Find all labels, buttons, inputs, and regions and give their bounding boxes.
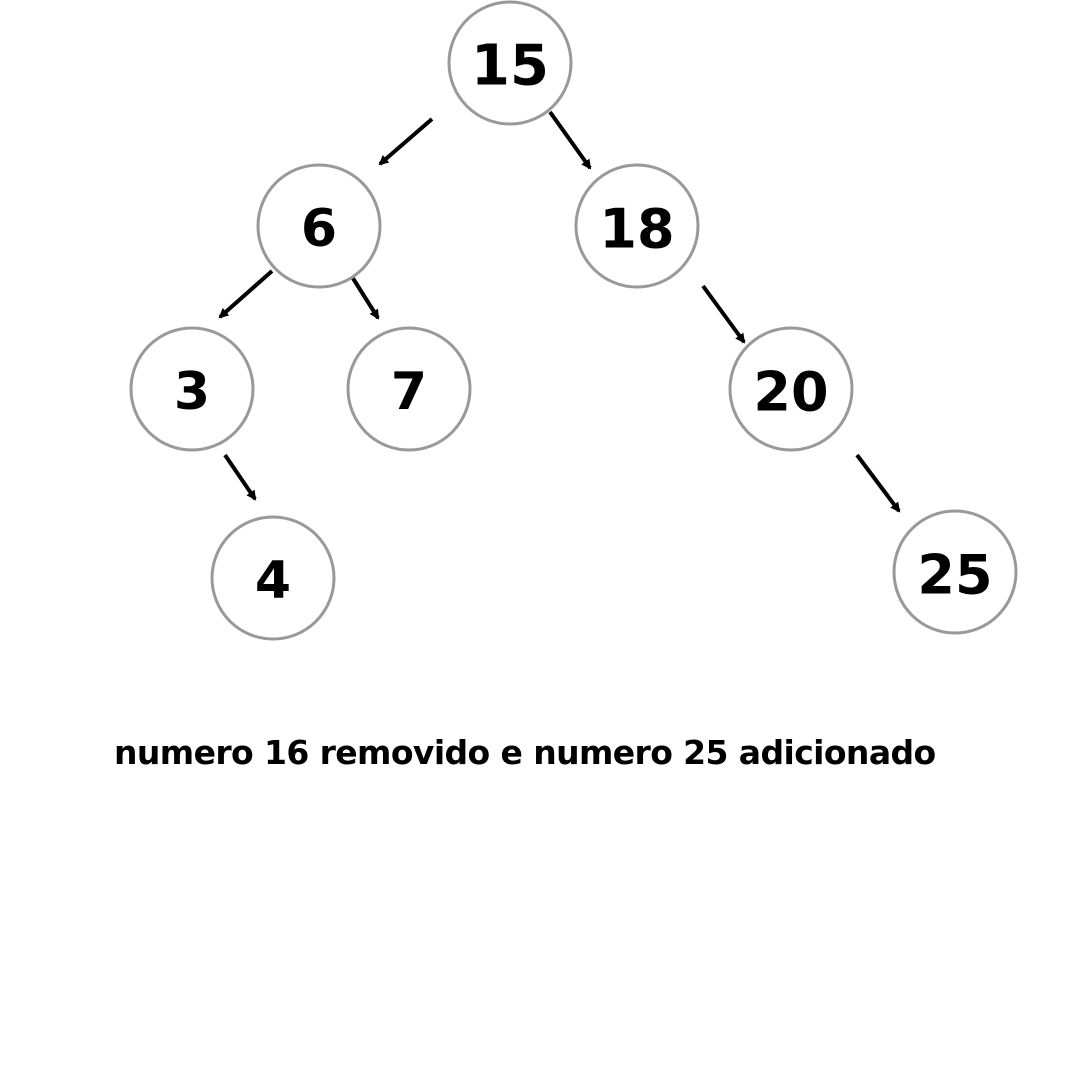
tree-node: 18 — [574, 163, 700, 289]
node-circle — [256, 163, 382, 289]
node-label: 6 — [301, 199, 337, 259]
node-label: 18 — [599, 198, 674, 261]
tree-node: 20 — [728, 326, 854, 452]
node-label: 20 — [753, 361, 828, 424]
node-label: 15 — [471, 34, 549, 99]
node-label: 4 — [255, 551, 291, 611]
node-circle — [574, 163, 700, 289]
node-circle — [210, 515, 336, 641]
tree-node: 4 — [210, 515, 336, 641]
node-label: 7 — [391, 362, 427, 422]
tree-node: 3 — [129, 326, 255, 452]
edges — [218, 110, 901, 513]
node-circle — [447, 0, 573, 126]
node-label: 25 — [917, 544, 992, 607]
tree-node: 15 — [447, 0, 573, 126]
tree-node: 25 — [892, 509, 1018, 635]
node-circle — [346, 326, 472, 452]
edge-6-7 — [347, 270, 380, 320]
node-circle — [728, 326, 854, 452]
node-circle — [892, 509, 1018, 635]
edge-6-3 — [218, 269, 274, 319]
node-circle — [129, 326, 255, 452]
edge-15-6 — [378, 117, 434, 166]
tree-node: 6 — [256, 163, 382, 289]
tree-node: 7 — [346, 326, 472, 452]
edge-15-18 — [548, 110, 592, 170]
node-label: 3 — [174, 362, 210, 422]
edge-3-4 — [223, 453, 257, 501]
edge-18-20 — [701, 284, 746, 344]
edge-20-25 — [855, 453, 901, 513]
caption: numero 16 removido e numero 25 adicionad… — [114, 733, 936, 772]
